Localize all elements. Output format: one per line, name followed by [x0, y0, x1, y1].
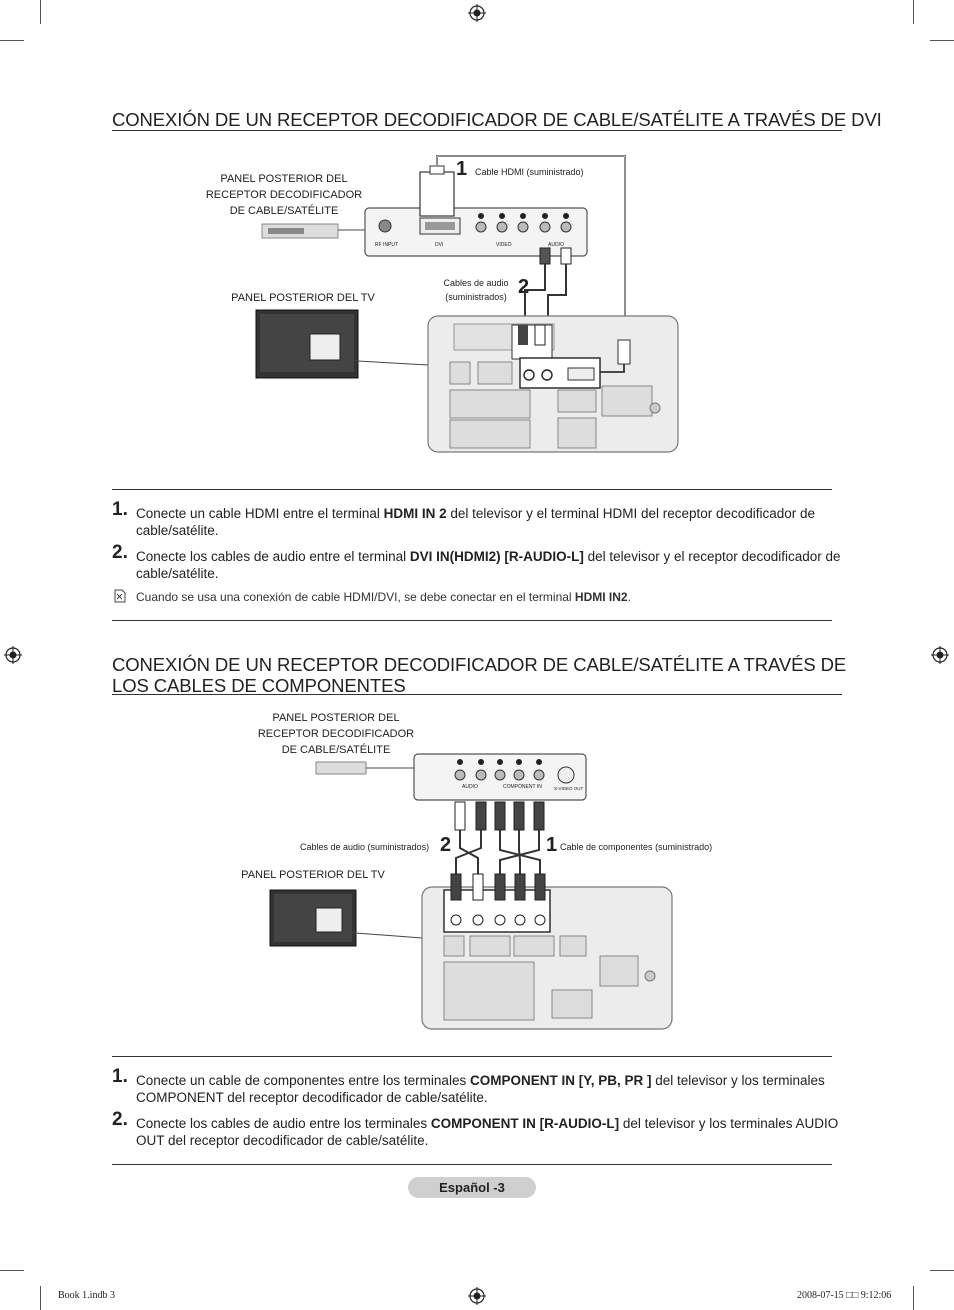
step-list-bottom-rule: [112, 1164, 832, 1165]
tv-panel-label: PANEL POSTERIOR DEL TV: [241, 869, 385, 881]
component-connection-diagram: AUDIO COMPONENT IN S-VIDEO OUT: [269, 753, 673, 1030]
callout-text: Cable de componentes (suministrado): [560, 842, 713, 852]
svg-text:S-VIDEO OUT: S-VIDEO OUT: [554, 786, 584, 791]
note-icon: [114, 589, 126, 603]
step-list-top-rule: [112, 1056, 832, 1057]
svg-text:VIDEO: VIDEO: [496, 242, 512, 248]
callout-text: Cables de audio (suministrados): [443, 278, 509, 302]
registration-mark-icon: [468, 4, 486, 22]
crop-mark: [913, 0, 914, 24]
callout-text: Cable HDMI (suministrado): [475, 167, 584, 177]
svg-text:AUDIO: AUDIO: [548, 242, 564, 248]
tv-panel-label: PANEL POSTERIOR DEL TV: [231, 292, 375, 304]
section1-title: CONEXIÓN DE UN RECEPTOR DECODIFICADOR DE…: [112, 109, 882, 130]
callout-number: 2: [518, 276, 530, 298]
svg-text:RF INPUT: RF INPUT: [375, 242, 398, 248]
crop-mark: [0, 40, 24, 41]
crop-mark: [930, 40, 954, 41]
step-list-top-rule: [112, 489, 832, 490]
page-number-badge: Español -3: [408, 1177, 536, 1198]
title-underline: [112, 130, 842, 131]
svg-text:COMPONENT IN: COMPONENT IN: [503, 784, 542, 790]
callout-text: Cables de audio (suministrados): [300, 842, 430, 852]
dvi-connection-diagram: RF INPUT DVI VIDEO AUDIO: [255, 155, 679, 453]
title-underline: [112, 694, 842, 695]
registration-mark-icon: [4, 646, 22, 664]
callout-number: 1: [546, 834, 558, 856]
svg-text:AUDIO: AUDIO: [462, 784, 478, 790]
step-list-bottom-rule: [112, 620, 832, 621]
note-text: Cuando se usa una conexión de cable HDMI…: [136, 590, 631, 604]
crop-mark: [930, 1270, 954, 1271]
callout-number: 1: [456, 158, 468, 180]
settop-box-label: PANEL POSTERIOR DEL RECEPTOR DECODIFICAD…: [205, 173, 363, 217]
crop-mark: [913, 1286, 914, 1310]
crop-mark: [40, 1286, 41, 1310]
registration-mark-icon: [468, 1287, 486, 1305]
settop-box-label: PANEL POSTERIOR DEL RECEPTOR DECODIFICAD…: [257, 712, 415, 756]
footer-timestamp: 2008-07-15 □□ 9:12:06: [797, 1290, 892, 1301]
registration-mark-icon: [931, 646, 949, 664]
svg-text:DVI: DVI: [435, 242, 443, 248]
crop-mark: [0, 1270, 24, 1271]
callout-number: 2: [440, 834, 452, 856]
section2-title: CONEXIÓN DE UN RECEPTOR DECODIFICADOR DE…: [112, 654, 847, 696]
footer-file-info: Book 1.indb 3: [58, 1290, 115, 1301]
crop-mark: [40, 0, 41, 24]
